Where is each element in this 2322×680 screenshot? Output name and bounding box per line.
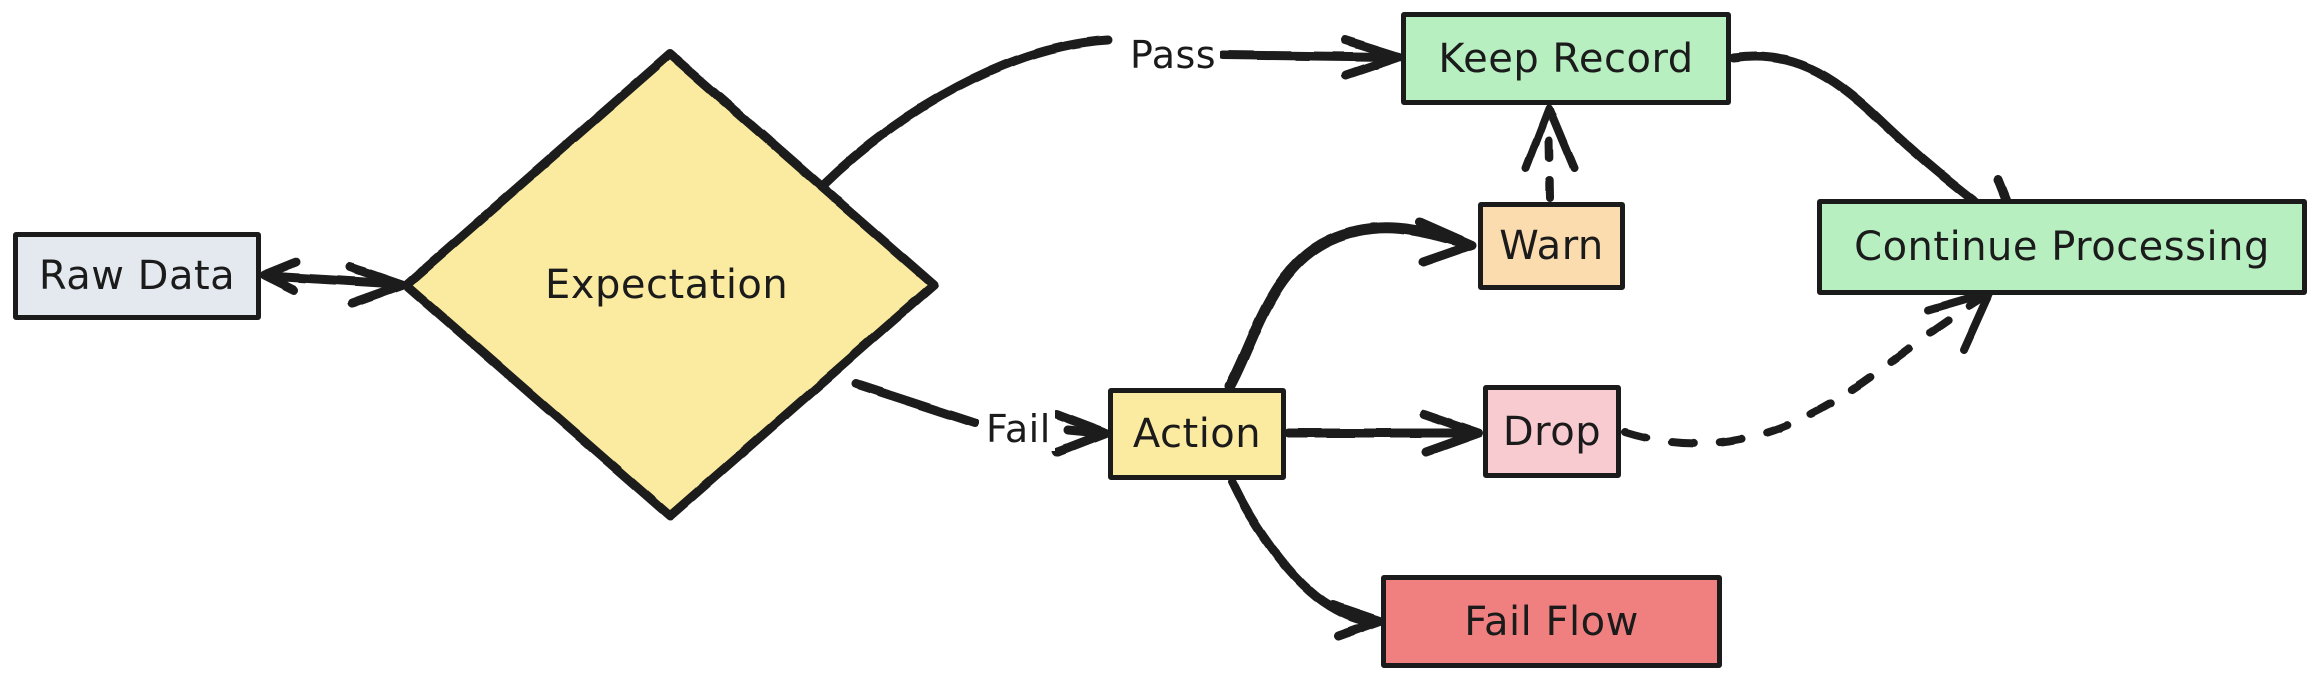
node-keep-record[interactable]: Keep Record	[1401, 12, 1731, 105]
node-warn-label: Warn	[1499, 223, 1604, 269]
edge-label-pass: Pass	[1126, 33, 1221, 77]
node-action[interactable]: Action	[1108, 388, 1286, 480]
node-warn[interactable]: Warn	[1478, 202, 1625, 290]
node-fail-flow-label: Fail Flow	[1464, 598, 1639, 645]
edge-action-failflow	[1227, 477, 1385, 641]
edge-expectation-action	[851, 379, 1111, 457]
node-keep-record-label: Keep Record	[1438, 35, 1694, 82]
edge-drop-continue	[1621, 288, 1994, 448]
node-raw-data-label: Raw Data	[38, 253, 236, 299]
edge-expectation-keeprecord	[818, 35, 1404, 190]
edge-warn-keeprecord	[1522, 104, 1578, 202]
node-action-label: Action	[1132, 411, 1262, 457]
node-drop[interactable]: Drop	[1483, 385, 1621, 478]
edge-action-warn	[1224, 217, 1477, 392]
node-expectation-label: Expectation	[545, 262, 789, 308]
edge-rawdata-expectation	[259, 257, 407, 308]
edge-label-fail: Fail	[982, 407, 1055, 451]
node-continue-processing-label: Continue Processing	[1854, 224, 2270, 270]
node-drop-label: Drop	[1502, 408, 1602, 455]
node-raw-data[interactable]: Raw Data	[13, 232, 261, 320]
node-expectation[interactable]	[400, 48, 940, 522]
node-continue-processing[interactable]: Continue Processing	[1817, 199, 2307, 295]
node-fail-flow[interactable]: Fail Flow	[1381, 575, 1722, 668]
edge-action-drop	[1283, 409, 1484, 457]
diamond-shape	[401, 49, 939, 521]
